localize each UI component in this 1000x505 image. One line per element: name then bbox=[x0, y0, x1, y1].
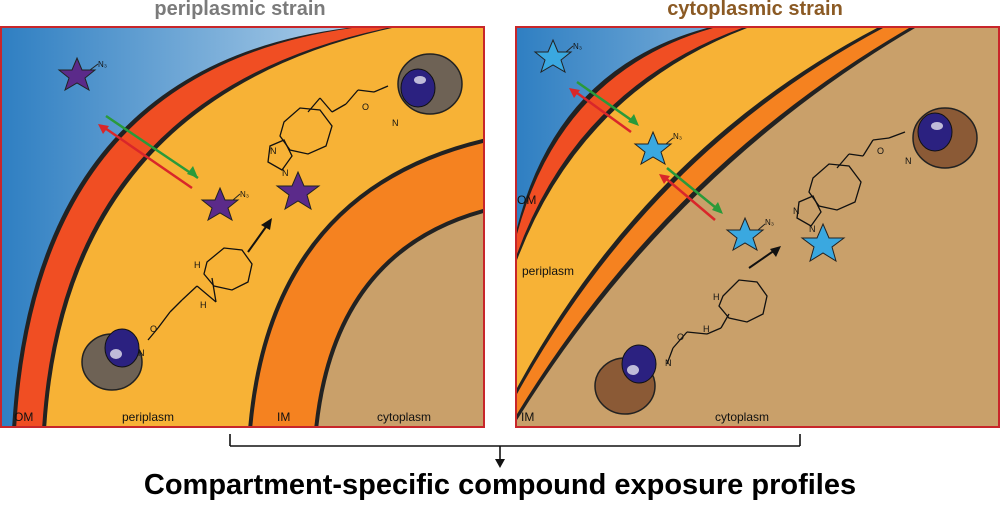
chem-n-2: N bbox=[270, 146, 277, 156]
azide-label-2: N₃ bbox=[240, 190, 250, 199]
azide-label-1: N₃ bbox=[98, 60, 108, 69]
azide-star-extracellular bbox=[533, 38, 574, 74]
chem-n-1: N bbox=[138, 348, 145, 358]
chem-o-1: O bbox=[677, 332, 685, 342]
azide-star-periplasm bbox=[200, 186, 241, 222]
reaction-arrow bbox=[748, 249, 776, 269]
chem-o-2: O bbox=[877, 146, 885, 156]
protein-tag-top bbox=[397, 53, 463, 115]
azide-star-periplasm bbox=[633, 130, 674, 166]
efflux-arrowhead bbox=[98, 124, 109, 134]
cytoplasmic-cell-diagram bbox=[517, 28, 998, 426]
chem-n-3: N bbox=[282, 168, 289, 178]
azide-star-extracellular bbox=[57, 56, 99, 92]
reaction-arrowhead bbox=[770, 246, 781, 257]
summary-caption: Compartment-specific compound exposure p… bbox=[143, 469, 857, 501]
chem-h-2: H bbox=[200, 300, 207, 310]
label-om: OM bbox=[517, 193, 537, 207]
reaction-arrow bbox=[247, 223, 269, 253]
azide-label-1: N₃ bbox=[573, 42, 583, 51]
protein-tag-top bbox=[912, 107, 978, 169]
azide-label-3: N₃ bbox=[765, 218, 775, 227]
influx-arrow-outer bbox=[576, 80, 638, 126]
label-periplasm: periplasm bbox=[122, 410, 175, 424]
summary-bracket bbox=[229, 434, 801, 468]
label-periplasm: periplasm bbox=[522, 264, 575, 278]
reaction-arrowhead bbox=[261, 218, 272, 230]
periplasmic-strain-panel: OM periplasm IM cytoplasm N₃ N₃ H H O N … bbox=[0, 26, 485, 428]
chem-o-2: O bbox=[362, 102, 370, 112]
triazole-product-structure bbox=[267, 85, 389, 171]
efflux-arrow-outer bbox=[572, 88, 632, 134]
influx-arrow-inner bbox=[666, 167, 722, 213]
efflux-arrow-inner bbox=[662, 175, 716, 221]
chem-h-1: H bbox=[713, 292, 720, 302]
protein-tag-bottom bbox=[81, 328, 143, 391]
left-panel-title: periplasmic strain bbox=[154, 0, 326, 20]
protein-tag-bottom bbox=[594, 344, 657, 415]
bcn-reagent-structure bbox=[666, 279, 768, 365]
label-cytoplasm: cytoplasm bbox=[377, 410, 432, 424]
influx-arrowhead-inner bbox=[712, 202, 723, 214]
chem-n-1: N bbox=[665, 358, 672, 368]
chem-n-2: N bbox=[793, 206, 800, 216]
influx-arrowhead bbox=[187, 166, 198, 178]
triazole-product-structure bbox=[796, 131, 906, 227]
label-im: IM bbox=[277, 410, 291, 424]
cytoplasmic-strain-panel: OM periplasm IM cytoplasm N₃ N₃ N₃ H H O… bbox=[515, 26, 1000, 428]
azide-star-cytoplasm bbox=[725, 216, 766, 252]
efflux-arrow bbox=[101, 124, 193, 190]
chem-h-1: H bbox=[194, 260, 201, 270]
periplasmic-cell-diagram bbox=[2, 28, 483, 426]
influx-arrow bbox=[105, 114, 199, 180]
chem-n-3: N bbox=[809, 224, 816, 234]
efflux-arrowhead-outer bbox=[569, 88, 580, 98]
bcn-reagent-structure bbox=[147, 247, 253, 341]
chem-h-2: H bbox=[703, 324, 710, 334]
azide-label-2: N₃ bbox=[673, 132, 683, 141]
product-star bbox=[800, 222, 846, 263]
label-cytoplasm: cytoplasm bbox=[715, 410, 770, 424]
influx-arrowhead-outer bbox=[628, 114, 639, 126]
chem-o-1: O bbox=[150, 324, 158, 334]
label-im: IM bbox=[521, 410, 535, 424]
efflux-arrowhead-inner bbox=[659, 174, 670, 184]
right-panel-title: cytoplasmic strain bbox=[667, 0, 843, 20]
chem-n-4: N bbox=[905, 156, 912, 166]
product-star bbox=[275, 170, 321, 211]
chem-n-4: N bbox=[392, 118, 399, 128]
cytoplasm-region bbox=[517, 28, 998, 426]
cytoplasm-region bbox=[318, 213, 483, 426]
label-om: OM bbox=[14, 410, 34, 424]
